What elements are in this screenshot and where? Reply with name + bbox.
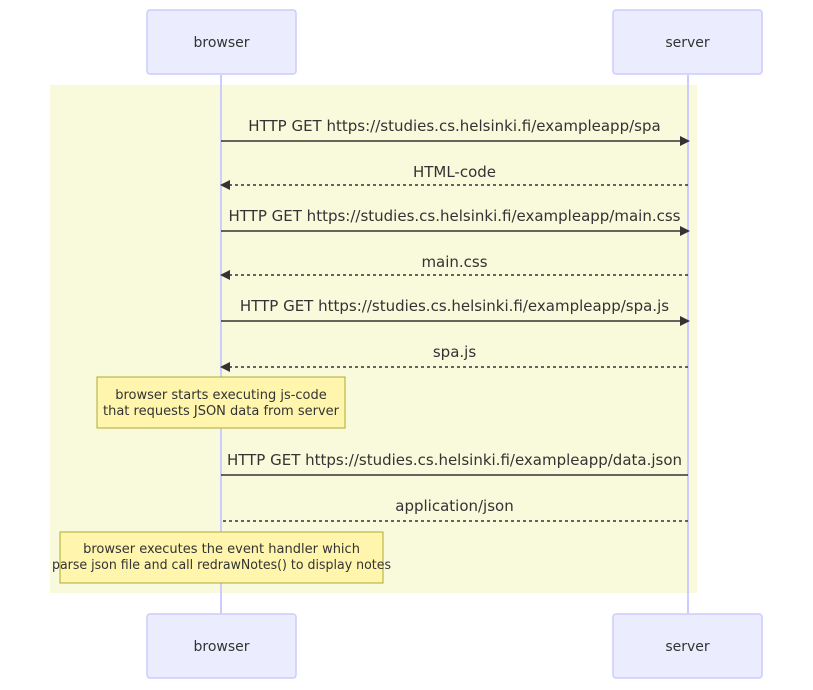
note-1-line-2: that requests JSON data from server [103,404,340,419]
message-2-label: HTML-code [413,163,496,181]
note-2-line-2: parse json file and call redrawNotes() t… [52,558,391,573]
message-1: HTTP GET https://studies.cs.helsinki.fi/… [221,117,690,146]
message-6-arrowhead [220,362,230,372]
note-1-line-1: browser starts executing js-code [115,388,327,403]
message-5: HTTP GET https://studies.cs.helsinki.fi/… [221,297,690,326]
message-4-label: main.css [421,253,487,271]
message-3: HTTP GET https://studies.cs.helsinki.fi/… [221,207,690,236]
actor-server-bottom: server [612,613,763,679]
actor-server-bottom-label: server [665,639,710,655]
message-5-label: HTTP GET https://studies.cs.helsinki.fi/… [240,297,669,315]
message-1-arrowhead [680,136,690,146]
actor-browser-bottom: browser [146,613,297,679]
message-8: application/json [221,497,688,522]
actor-server-top: server [612,9,763,75]
message-7: HTTP GET https://studies.cs.helsinki.fi/… [221,451,688,476]
message-7-label: HTTP GET https://studies.cs.helsinki.fi/… [227,451,682,469]
highlight-region [50,85,697,593]
note-2: browser executes the event handler which… [52,531,391,584]
message-3-label: HTTP GET https://studies.cs.helsinki.fi/… [229,207,681,225]
message-4: main.css [220,253,688,280]
actor-browser-bottom-label: browser [193,639,249,655]
message-8-label: application/json [395,497,513,515]
message-4-arrowhead [220,270,230,280]
actor-server-top-label: server [665,35,710,51]
message-2: HTML-code [220,163,688,190]
note-1: browser starts executing js-code that re… [96,376,346,429]
message-3-arrowhead [680,226,690,236]
note-2-line-1: browser executes the event handler which [83,542,360,557]
actor-browser-top-label: browser [193,35,249,51]
message-2-arrowhead [220,180,230,190]
actor-browser-top: browser [146,9,297,75]
message-1-label: HTTP GET https://studies.cs.helsinki.fi/… [248,117,660,135]
message-6-label: spa.js [433,343,476,361]
message-6: spa.js [220,343,688,372]
message-5-arrowhead [680,316,690,326]
